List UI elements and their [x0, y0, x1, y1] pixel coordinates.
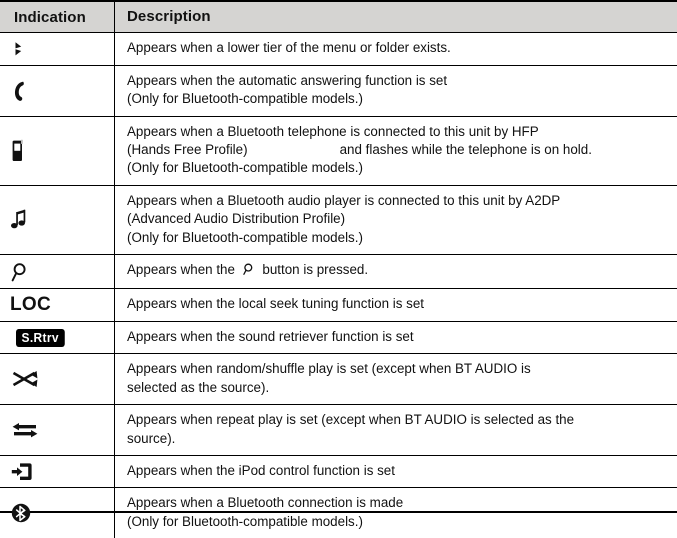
- repeat-icon: [10, 420, 40, 440]
- indication-cell: [0, 455, 115, 488]
- lower-tier-arrow-icon: [10, 39, 30, 59]
- indication-cell: [0, 116, 115, 185]
- description-cell: Appears when a Bluetooth audio player is…: [115, 186, 677, 254]
- description-line: Appears when the iPod control function i…: [127, 462, 395, 478]
- magnifier-icon: [242, 262, 256, 281]
- sound-retriever-badge-icon: S.Rtrv: [16, 328, 65, 347]
- telephone-handset-icon: [10, 79, 32, 103]
- description-line: (Advanced Audio Distribution Profile): [127, 211, 346, 227]
- description-line-with-gap: (Hands Free Profile) and flashes while th…: [127, 141, 669, 159]
- music-note-icon: [10, 208, 30, 232]
- table-row: Appears when the iPod control function i…: [0, 455, 677, 489]
- table-row: Appears when a Bluetooth telephone is co…: [0, 116, 677, 186]
- table-row: Appears when the automatic answering fun…: [0, 65, 677, 117]
- table-row: Appears when a Bluetooth audio player is…: [0, 185, 677, 256]
- table-row: LOC Appears when the local seek tuning f…: [0, 289, 677, 322]
- column-header-indication: Indication: [0, 2, 115, 33]
- description-line-with-icon: Appears when the button is pressed.: [127, 261, 669, 281]
- description-cell: Appears when the automatic answering fun…: [115, 66, 677, 116]
- description-segment: and flashes while the telephone is on ho…: [339, 142, 592, 158]
- table-row: Appears when a lower tier of the menu or…: [0, 33, 677, 66]
- indication-cell: S.Rtrv: [0, 321, 115, 354]
- indication-cell: [0, 255, 115, 289]
- description-line: (Only for Bluetooth-compatible models.): [127, 91, 363, 107]
- indication-cell: [0, 33, 115, 65]
- table-row: Appears when random/shuffle play is set …: [0, 354, 677, 406]
- ipod-control-icon: [10, 461, 34, 483]
- table-row: Appears when repeat play is set (except …: [0, 405, 677, 456]
- description-segment: button is pressed.: [258, 262, 369, 278]
- indication-cell: LOC: [0, 289, 115, 321]
- description-line: (Only for Bluetooth-compatible models.): [127, 229, 363, 245]
- description-cell: Appears when the iPod control function i…: [115, 456, 677, 487]
- description-cell: Appears when the button is pressed.: [115, 255, 677, 288]
- loc-text-icon: LOC: [10, 294, 52, 316]
- table-row: S.Rtrv Appears when the sound retriever …: [0, 321, 677, 355]
- description-line: Appears when repeat play is set (except …: [127, 412, 575, 428]
- description-cell: Appears when repeat play is set (except …: [115, 405, 677, 455]
- description-line: selected as the source).: [127, 379, 270, 395]
- description-line: Appears when a Bluetooth audio player is…: [127, 192, 561, 208]
- shuffle-icon: [10, 368, 40, 390]
- description-cell: Appears when a lower tier of the menu or…: [115, 33, 677, 64]
- magnifier-icon: [10, 261, 30, 283]
- description-cell: Appears when the sound retriever functio…: [115, 322, 677, 353]
- description-line: (Only for Bluetooth-compatible models.): [127, 160, 363, 176]
- description-line: Appears when a Bluetooth connection is m…: [127, 495, 404, 511]
- column-header-description: Description: [127, 8, 211, 25]
- description-cell: Appears when a Bluetooth telephone is co…: [115, 117, 677, 185]
- description-line: Appears when the sound retriever functio…: [127, 328, 414, 344]
- indication-cell: [0, 185, 115, 255]
- table-row: Appears when a Bluetooth connection is m…: [0, 488, 677, 538]
- description-line: source).: [127, 430, 176, 446]
- indication-cell: [0, 65, 115, 116]
- description-segment: (Hands Free Profile): [127, 142, 248, 158]
- indication-cell: [0, 488, 115, 538]
- indication-cell: [0, 354, 115, 405]
- description-cell: Appears when a Bluetooth connection is m…: [115, 488, 677, 538]
- description-cell: Appears when random/shuffle play is set …: [115, 354, 677, 404]
- description-line: Appears when a Bluetooth telephone is co…: [127, 123, 539, 139]
- description-segment: Appears when the: [127, 262, 239, 278]
- description-line: Appears when the automatic answering fun…: [127, 72, 448, 88]
- description-line: Appears when random/shuffle play is set …: [127, 361, 531, 377]
- table-header-row: Indication Description: [0, 2, 677, 34]
- description-line: (Only for Bluetooth-compatible models.): [127, 513, 363, 529]
- description-line: Appears when a lower tier of the menu or…: [127, 40, 451, 56]
- bluetooth-icon: [10, 502, 32, 524]
- description-line: Appears when the local seek tuning funct…: [127, 296, 425, 312]
- table-row: Appears when the button is pressed.: [0, 255, 677, 290]
- indication-cell: [0, 405, 115, 455]
- mobile-phone-icon: [10, 139, 26, 163]
- description-cell: Appears when the local seek tuning funct…: [115, 289, 677, 320]
